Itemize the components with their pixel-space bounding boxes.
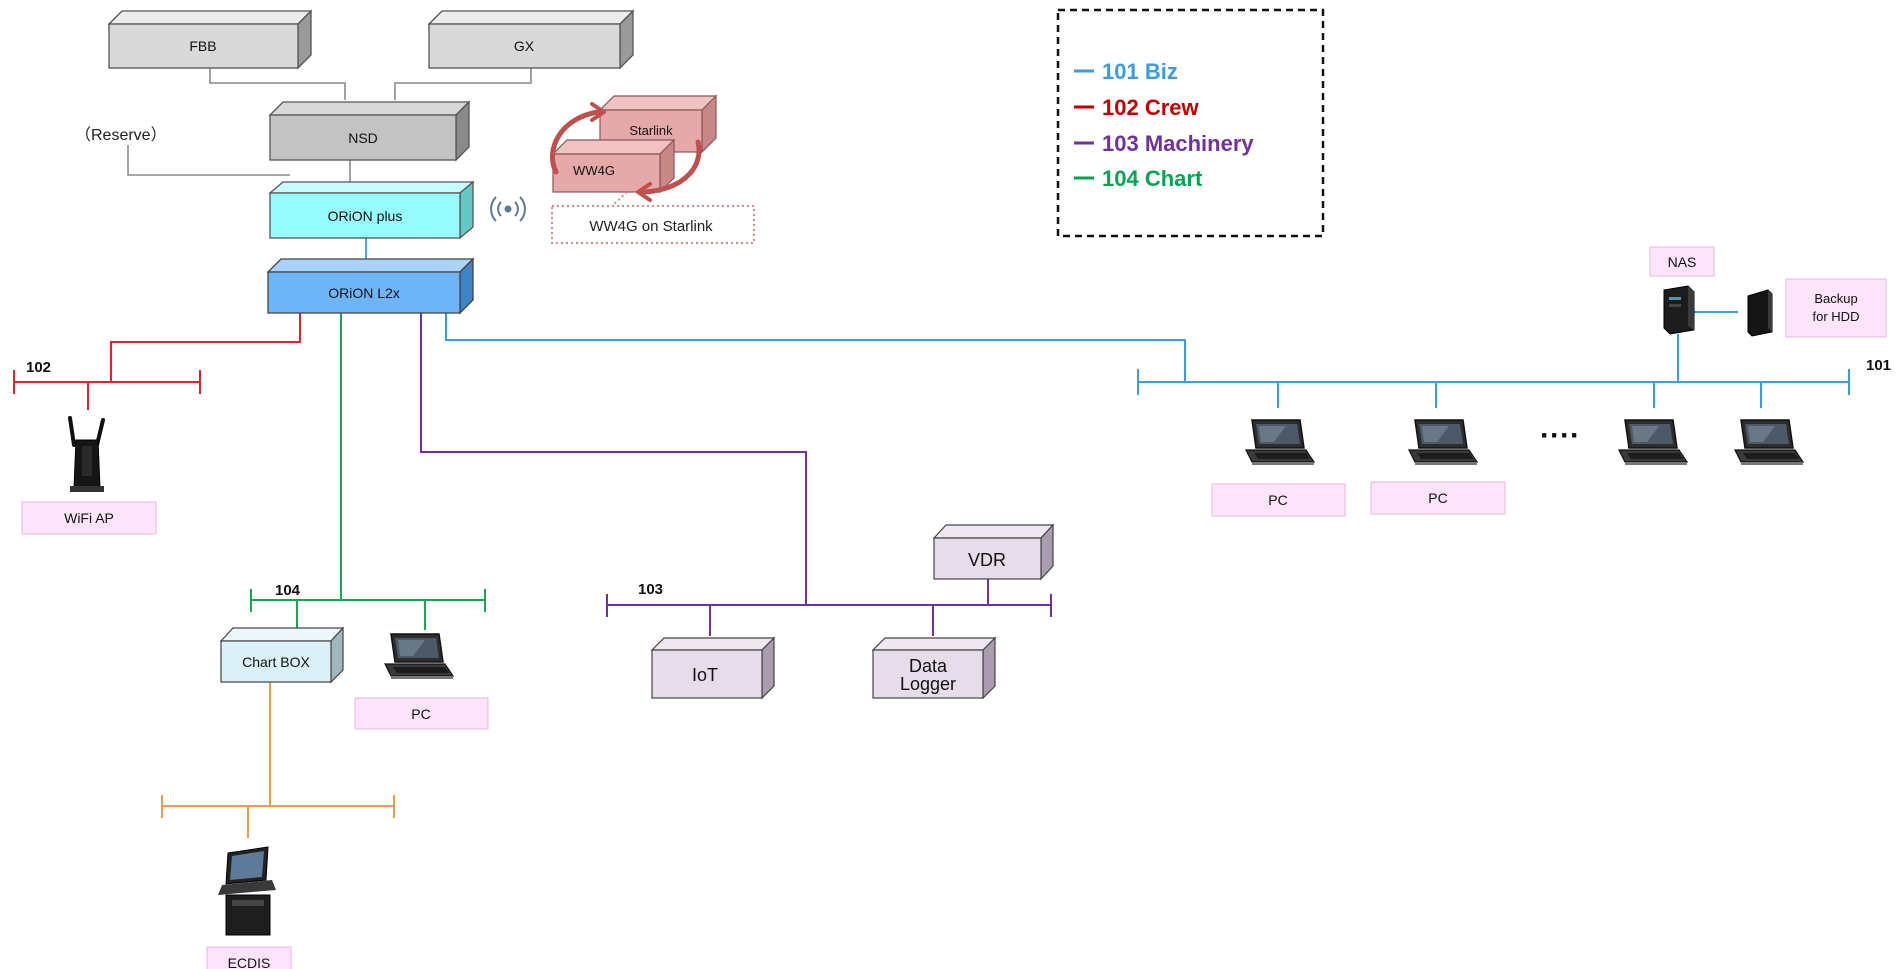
gx-label: GX bbox=[514, 38, 535, 54]
nsd-label: NSD bbox=[348, 130, 378, 146]
nas-label-box bbox=[1649, 246, 1715, 277]
cycle-arrows-icon bbox=[550, 102, 702, 202]
segment-ecdis bbox=[161, 682, 395, 838]
pc-chart-label-box bbox=[354, 697, 489, 730]
segment-104-label: 104 bbox=[275, 582, 301, 599]
external-hdd-icon bbox=[1747, 289, 1773, 337]
wifi-ap-label-box bbox=[21, 501, 157, 535]
backup-label-line1: Backup bbox=[1814, 291, 1857, 306]
starlink-label: Starlink bbox=[629, 123, 673, 138]
pc-2-label: PC bbox=[1428, 490, 1447, 506]
legend-item-chart: 104 Chart bbox=[1102, 166, 1203, 191]
segment-102-label: 102 bbox=[26, 359, 51, 376]
wireless-signal-icon bbox=[490, 196, 526, 222]
more-pcs-ellipsis: ···· bbox=[1540, 419, 1580, 452]
segment-102-crew bbox=[13, 313, 301, 410]
laptop-icon bbox=[1245, 419, 1315, 466]
nas-server-icon bbox=[1663, 285, 1695, 335]
laptop-icon bbox=[384, 633, 454, 680]
wifi-router-icon bbox=[68, 416, 105, 492]
iot-box: IoT bbox=[650, 636, 776, 700]
data-logger-label-line2: Logger bbox=[900, 674, 956, 694]
reserve-label: （Reserve） bbox=[75, 126, 167, 144]
ecdis-console-icon bbox=[218, 846, 276, 936]
segment-101-label: 101 bbox=[1866, 357, 1891, 374]
gx-box: GX bbox=[427, 9, 635, 70]
nas-label: NAS bbox=[1668, 254, 1697, 270]
pc-2-label-box bbox=[1370, 481, 1506, 515]
ww4g-on-starlink-note: WW4G on Starlink bbox=[551, 191, 755, 244]
backup-label-line2: for HDD bbox=[1813, 309, 1860, 324]
laptop-icon bbox=[1408, 419, 1478, 466]
orion-l2x-box: ORiON L2x bbox=[266, 257, 475, 315]
ww4g-box: WW4G bbox=[551, 138, 676, 194]
legend-item-crew: 102 Crew bbox=[1102, 95, 1200, 120]
orion-plus-box: ORiON plus bbox=[268, 180, 475, 240]
segment-103-label: 103 bbox=[638, 581, 663, 598]
orion-l2x-label: ORiON L2x bbox=[328, 285, 400, 301]
pc-1-label-box bbox=[1211, 483, 1346, 517]
ecdis-label: ECDIS bbox=[228, 955, 271, 969]
chart-box: Chart BOX bbox=[219, 626, 345, 684]
fbb-box: FBB bbox=[107, 9, 313, 70]
data-logger-box: Data Logger bbox=[871, 636, 997, 700]
segment-104-chart bbox=[250, 313, 486, 630]
laptop-icon bbox=[1734, 419, 1804, 466]
chart-box-label: Chart BOX bbox=[242, 654, 310, 670]
ww4g-label: WW4G bbox=[573, 163, 615, 178]
wan-connections bbox=[127, 68, 532, 182]
data-logger-label-line1: Data bbox=[909, 656, 948, 676]
fbb-label: FBB bbox=[189, 38, 216, 54]
legend: 101 Biz 102 Crew 103 Machinery 104 Chart bbox=[1056, 8, 1325, 238]
ww4g-on-starlink-label: WW4G on Starlink bbox=[589, 218, 713, 235]
pc-1-label: PC bbox=[1268, 492, 1287, 508]
wifi-ap-label: WiFi AP bbox=[64, 510, 114, 526]
backup-hdd-label-box bbox=[1785, 278, 1887, 338]
segment-101-biz bbox=[445, 311, 1850, 408]
orion-plus-label: ORiON plus bbox=[328, 208, 403, 224]
legend-item-machinery: 103 Machinery bbox=[1102, 131, 1254, 156]
vdr-label: VDR bbox=[968, 550, 1006, 570]
laptop-icon bbox=[1618, 419, 1688, 466]
iot-label: IoT bbox=[692, 665, 718, 685]
segment-103-machinery bbox=[420, 313, 1052, 636]
pc-chart-label: PC bbox=[411, 706, 430, 722]
nsd-box: NSD bbox=[268, 100, 471, 162]
legend-item-biz: 101 Biz bbox=[1102, 59, 1178, 84]
ecdis-label-box bbox=[206, 946, 292, 969]
vdr-box: VDR bbox=[932, 523, 1055, 581]
